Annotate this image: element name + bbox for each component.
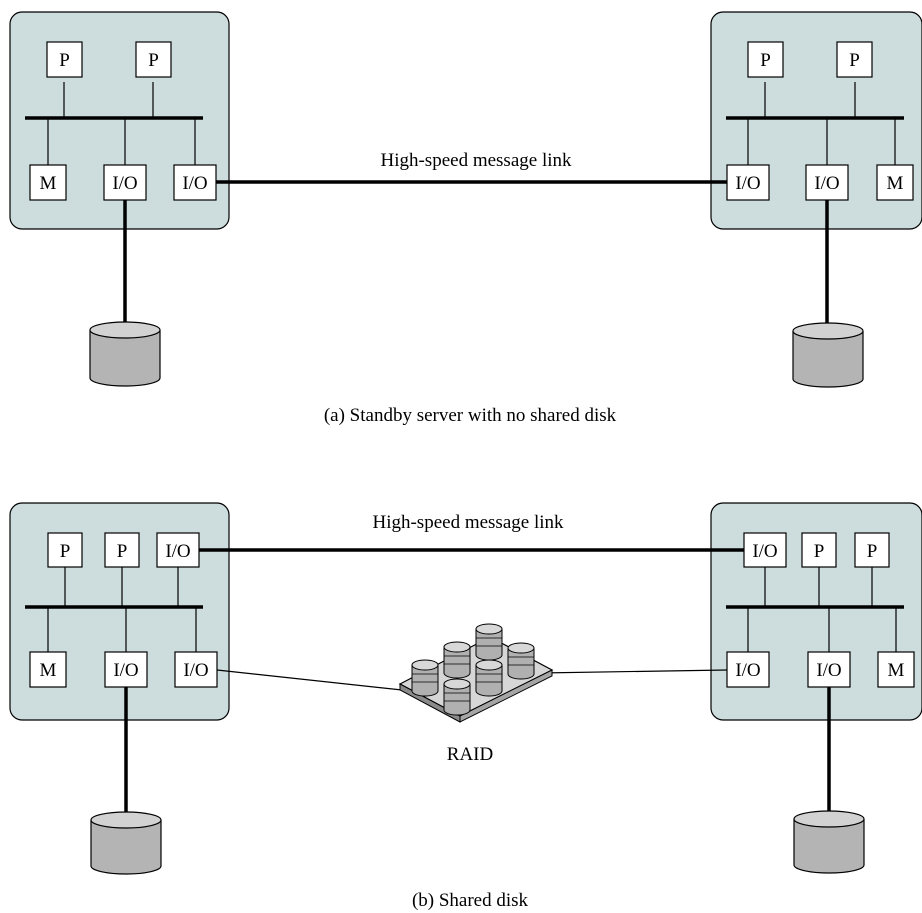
server-b-right: I/O P P I/O I/O M: [710, 502, 922, 721]
disk-icon: [89, 321, 161, 387]
diagram-b: P P I/O M I/O I/O I/O P: [9, 502, 922, 911]
processor-box: [747, 41, 784, 78]
raid-connection: [216, 669, 403, 691]
processor-label: P: [867, 541, 878, 562]
io-label: I/O: [735, 173, 760, 194]
processor-box: [104, 532, 140, 568]
server-a-left: P P M I/O I/O: [9, 11, 230, 230]
server-a-right: P P I/O I/O M: [710, 11, 922, 230]
memory-box: [877, 651, 915, 688]
io-box: [726, 164, 770, 201]
memory-box: [29, 651, 67, 688]
io-box: [726, 651, 770, 688]
caption-a: (a) Standby server with no shared disk: [324, 405, 617, 426]
processor-box: [801, 532, 837, 568]
processor-box: [47, 532, 83, 568]
io-label: I/O: [113, 660, 138, 681]
io-box: [173, 164, 217, 201]
memory-label: M: [40, 660, 57, 681]
processor-label: P: [814, 541, 825, 562]
io-label: I/O: [752, 541, 777, 562]
io-label: I/O: [165, 541, 190, 562]
processor-label: P: [849, 50, 860, 71]
processor-box: [46, 41, 83, 78]
disk-icon: [792, 322, 864, 388]
raid-connection: [539, 669, 728, 674]
io-label: I/O: [735, 660, 760, 681]
processor-label: P: [148, 50, 159, 71]
processor-box: [836, 41, 873, 78]
processor-label: P: [59, 50, 70, 71]
processor-box: [135, 41, 172, 78]
io-box: [807, 651, 851, 688]
io-box: [156, 532, 200, 568]
memory-box: [29, 164, 67, 201]
io-label: I/O: [814, 173, 839, 194]
io-box: [743, 532, 787, 568]
io-label: I/O: [182, 173, 207, 194]
diagram-a: P P M I/O I/O P P I/O I/O: [9, 11, 922, 426]
io-label: I/O: [183, 660, 208, 681]
caption-b: (b) Shared disk: [412, 890, 529, 911]
message-link-label: High-speed message link: [372, 512, 564, 533]
server-b-left: P P I/O M I/O I/O: [9, 502, 230, 721]
disk-icon: [793, 810, 865, 874]
processor-label: P: [117, 541, 128, 562]
processor-label: P: [60, 541, 71, 562]
io-box: [174, 651, 218, 688]
memory-label: M: [40, 173, 57, 194]
raid-array-icon: [398, 623, 554, 723]
raid-label: RAID: [447, 744, 493, 765]
io-box: [805, 164, 849, 201]
message-link-label: High-speed message link: [380, 150, 572, 171]
processor-label: P: [760, 50, 771, 71]
io-label: I/O: [816, 660, 841, 681]
processor-box: [854, 532, 890, 568]
memory-label: M: [887, 173, 904, 194]
memory-label: M: [888, 660, 905, 681]
disk-icon: [90, 811, 162, 875]
memory-box: [876, 164, 914, 201]
io-label: I/O: [112, 173, 137, 194]
